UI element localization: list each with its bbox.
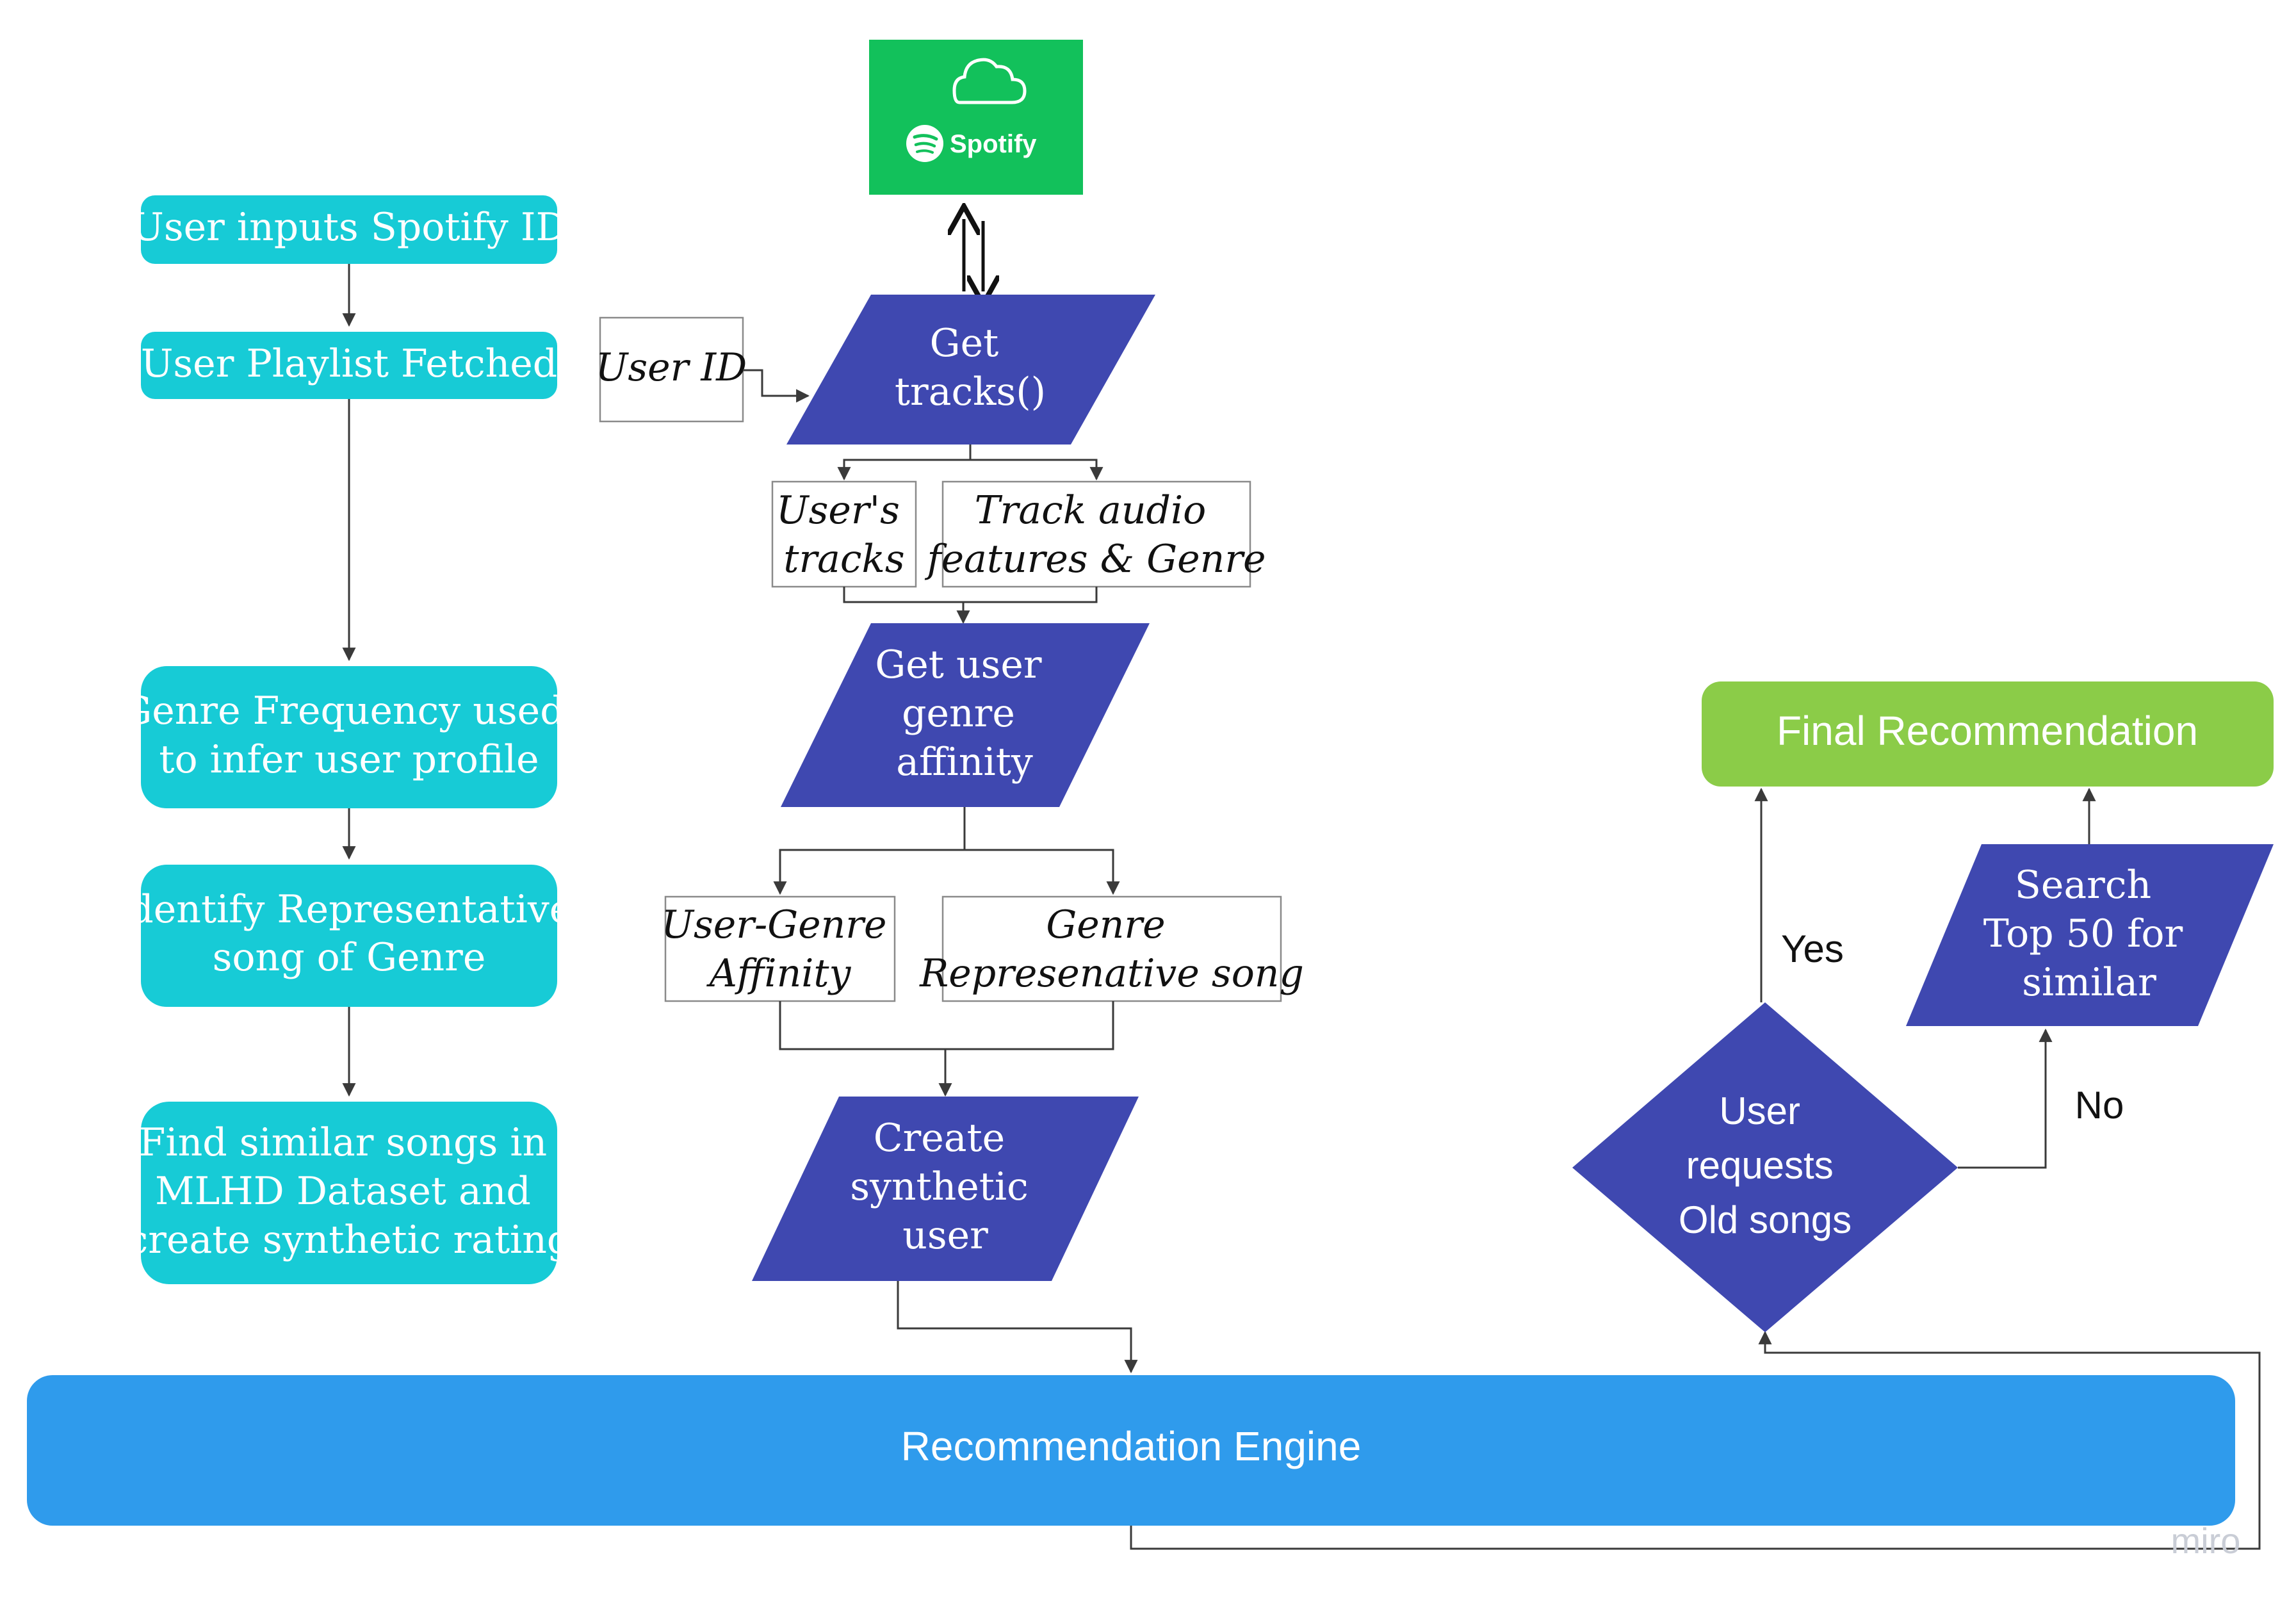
recommendation-engine: Recommendation Engine bbox=[27, 1375, 2235, 1526]
miro-watermark: miro bbox=[2171, 1521, 2241, 1561]
genre-affinity-label: Get user genre affinity bbox=[875, 642, 1054, 785]
final-recommendation-node bbox=[1702, 681, 2274, 787]
recommendation-engine-bar bbox=[27, 1375, 2235, 1526]
user-genre-affinity-label: User-Genre Affinity bbox=[661, 902, 899, 996]
step-user-inputs bbox=[141, 195, 557, 264]
left-column: User inputs Spotify ID User Playlist Fet… bbox=[114, 195, 585, 1284]
spotify-wordmark: Spotify bbox=[950, 130, 1037, 158]
synthetic-user-node bbox=[752, 1097, 1139, 1281]
users-tracks-box bbox=[771, 480, 917, 588]
center-column: User ID Get tracks() User's tracks Track… bbox=[596, 295, 1304, 1374]
track-features-label: Track audio features & Genre bbox=[924, 488, 1266, 582]
users-tracks-label: User's tracks bbox=[776, 488, 912, 582]
step-identify-representative bbox=[141, 865, 557, 1007]
right-branch: User requests Old songs Yes No Search To… bbox=[1572, 681, 2274, 1332]
spotify-node: Spotify bbox=[869, 40, 1083, 195]
synthetic-user-label: Create synthetic user bbox=[850, 1116, 1041, 1258]
decision-label: User requests Old songs bbox=[1679, 1089, 1852, 1241]
get-tracks-node bbox=[786, 295, 1155, 445]
step-playlist-fetched bbox=[141, 332, 557, 399]
recommendation-engine-label: Recommendation Engine bbox=[901, 1423, 1362, 1469]
engine-to-decision-connector bbox=[1130, 1330, 2261, 1550]
step-genre-frequency-label: Genre Frequency used to infer user profi… bbox=[121, 689, 576, 782]
final-recommendation-label: Final Recommendation bbox=[1777, 708, 2198, 754]
user-id-box bbox=[599, 316, 744, 423]
step-genre-frequency bbox=[141, 666, 557, 808]
user-id-label: User ID bbox=[596, 345, 747, 390]
get-tracks-label: Get tracks() bbox=[895, 321, 1046, 414]
spotify-logo-icon bbox=[906, 125, 943, 162]
cloud-icon bbox=[952, 58, 1027, 104]
track-features-box bbox=[941, 480, 1251, 588]
step-user-inputs-label: User inputs Spotify ID bbox=[131, 205, 566, 250]
no-label: No bbox=[2075, 1084, 2124, 1127]
step-identify-representative-label: Identify Representative song of Genre bbox=[114, 887, 585, 980]
genre-rep-song-box bbox=[941, 895, 1282, 1002]
yes-label: Yes bbox=[1781, 927, 1844, 970]
user-genre-affinity-box bbox=[664, 895, 896, 1002]
genre-affinity-node bbox=[781, 623, 1150, 807]
step-find-similar bbox=[141, 1102, 557, 1284]
search-top-label: Search Top 50 for similar bbox=[1983, 863, 2195, 1005]
step-playlist-fetched-label: User Playlist Fetched bbox=[141, 341, 557, 386]
genre-rep-song-label: Genre Represenative song bbox=[919, 902, 1304, 996]
decision-node bbox=[1572, 1002, 1958, 1332]
spotify-tile bbox=[869, 40, 1083, 195]
search-top-node bbox=[1906, 844, 2274, 1026]
spotify-sync-arrows bbox=[964, 219, 983, 291]
step-find-similar-label: Find similar songs in MLHD Dataset and c… bbox=[127, 1120, 572, 1262]
